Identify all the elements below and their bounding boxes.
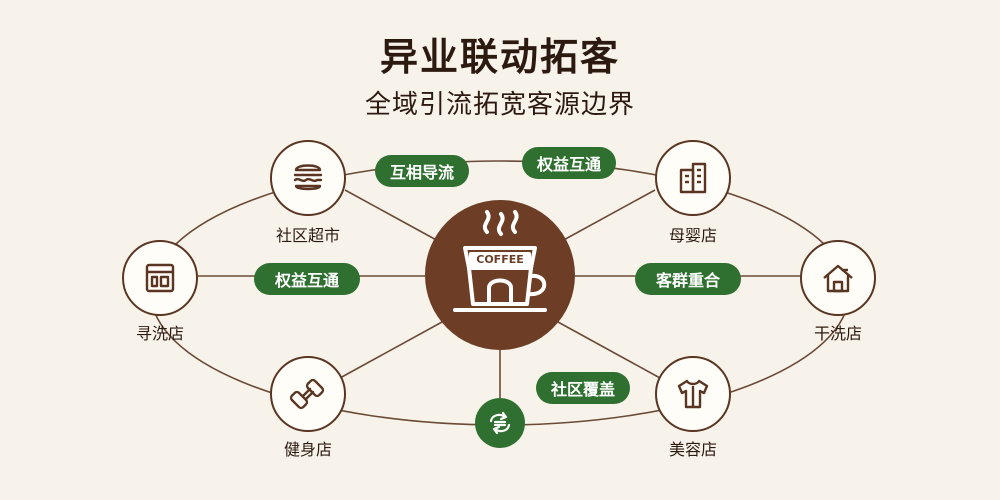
relation-top-left: 互相导流 [375, 155, 469, 187]
dumbbell-icon [289, 378, 325, 410]
coffee-cup-icon: COFFEE [453, 210, 547, 312]
label-gym: 健身店 [283, 440, 332, 459]
washing-machine-icon [145, 263, 175, 293]
building-icon [679, 162, 707, 194]
node-supermarket [270, 140, 346, 216]
label-beauty: 美容店 [668, 440, 717, 459]
recycle-node [475, 398, 525, 448]
link-mother-baby [559, 189, 656, 243]
page-title: 异业联动拓客 [379, 35, 620, 79]
center-coffee-node: COFFEE [425, 200, 575, 350]
link-beauty [557, 321, 661, 379]
link-gym [339, 321, 443, 379]
sandwich-icon [293, 164, 323, 191]
relation-mid-left: 权益互通 [254, 263, 360, 295]
node-beauty [655, 356, 731, 432]
page-subtitle: 全域引流拓宽客源边界 [364, 90, 635, 120]
label-mother-baby: 母婴店 [668, 226, 717, 245]
relation-mid-right: 客群重合 [635, 263, 741, 295]
node-mother-baby [655, 140, 731, 216]
node-dry-clean [800, 240, 876, 316]
link-supermarket [344, 189, 441, 243]
relation-top-right: 权益互通 [522, 147, 616, 179]
node-gym [270, 356, 346, 432]
label-left-shop: 寻洗店 [135, 324, 184, 343]
recycle-icon [489, 411, 511, 435]
label-supermarket: 社区超市 [275, 226, 340, 245]
house-icon [823, 264, 853, 293]
node-left-shop [122, 240, 198, 316]
cup-text: COFFEE [476, 253, 523, 266]
shirt-icon [677, 379, 709, 409]
relation-bottom: 社区覆盖 [536, 372, 630, 404]
label-dry-clean: 干洗店 [813, 324, 862, 343]
